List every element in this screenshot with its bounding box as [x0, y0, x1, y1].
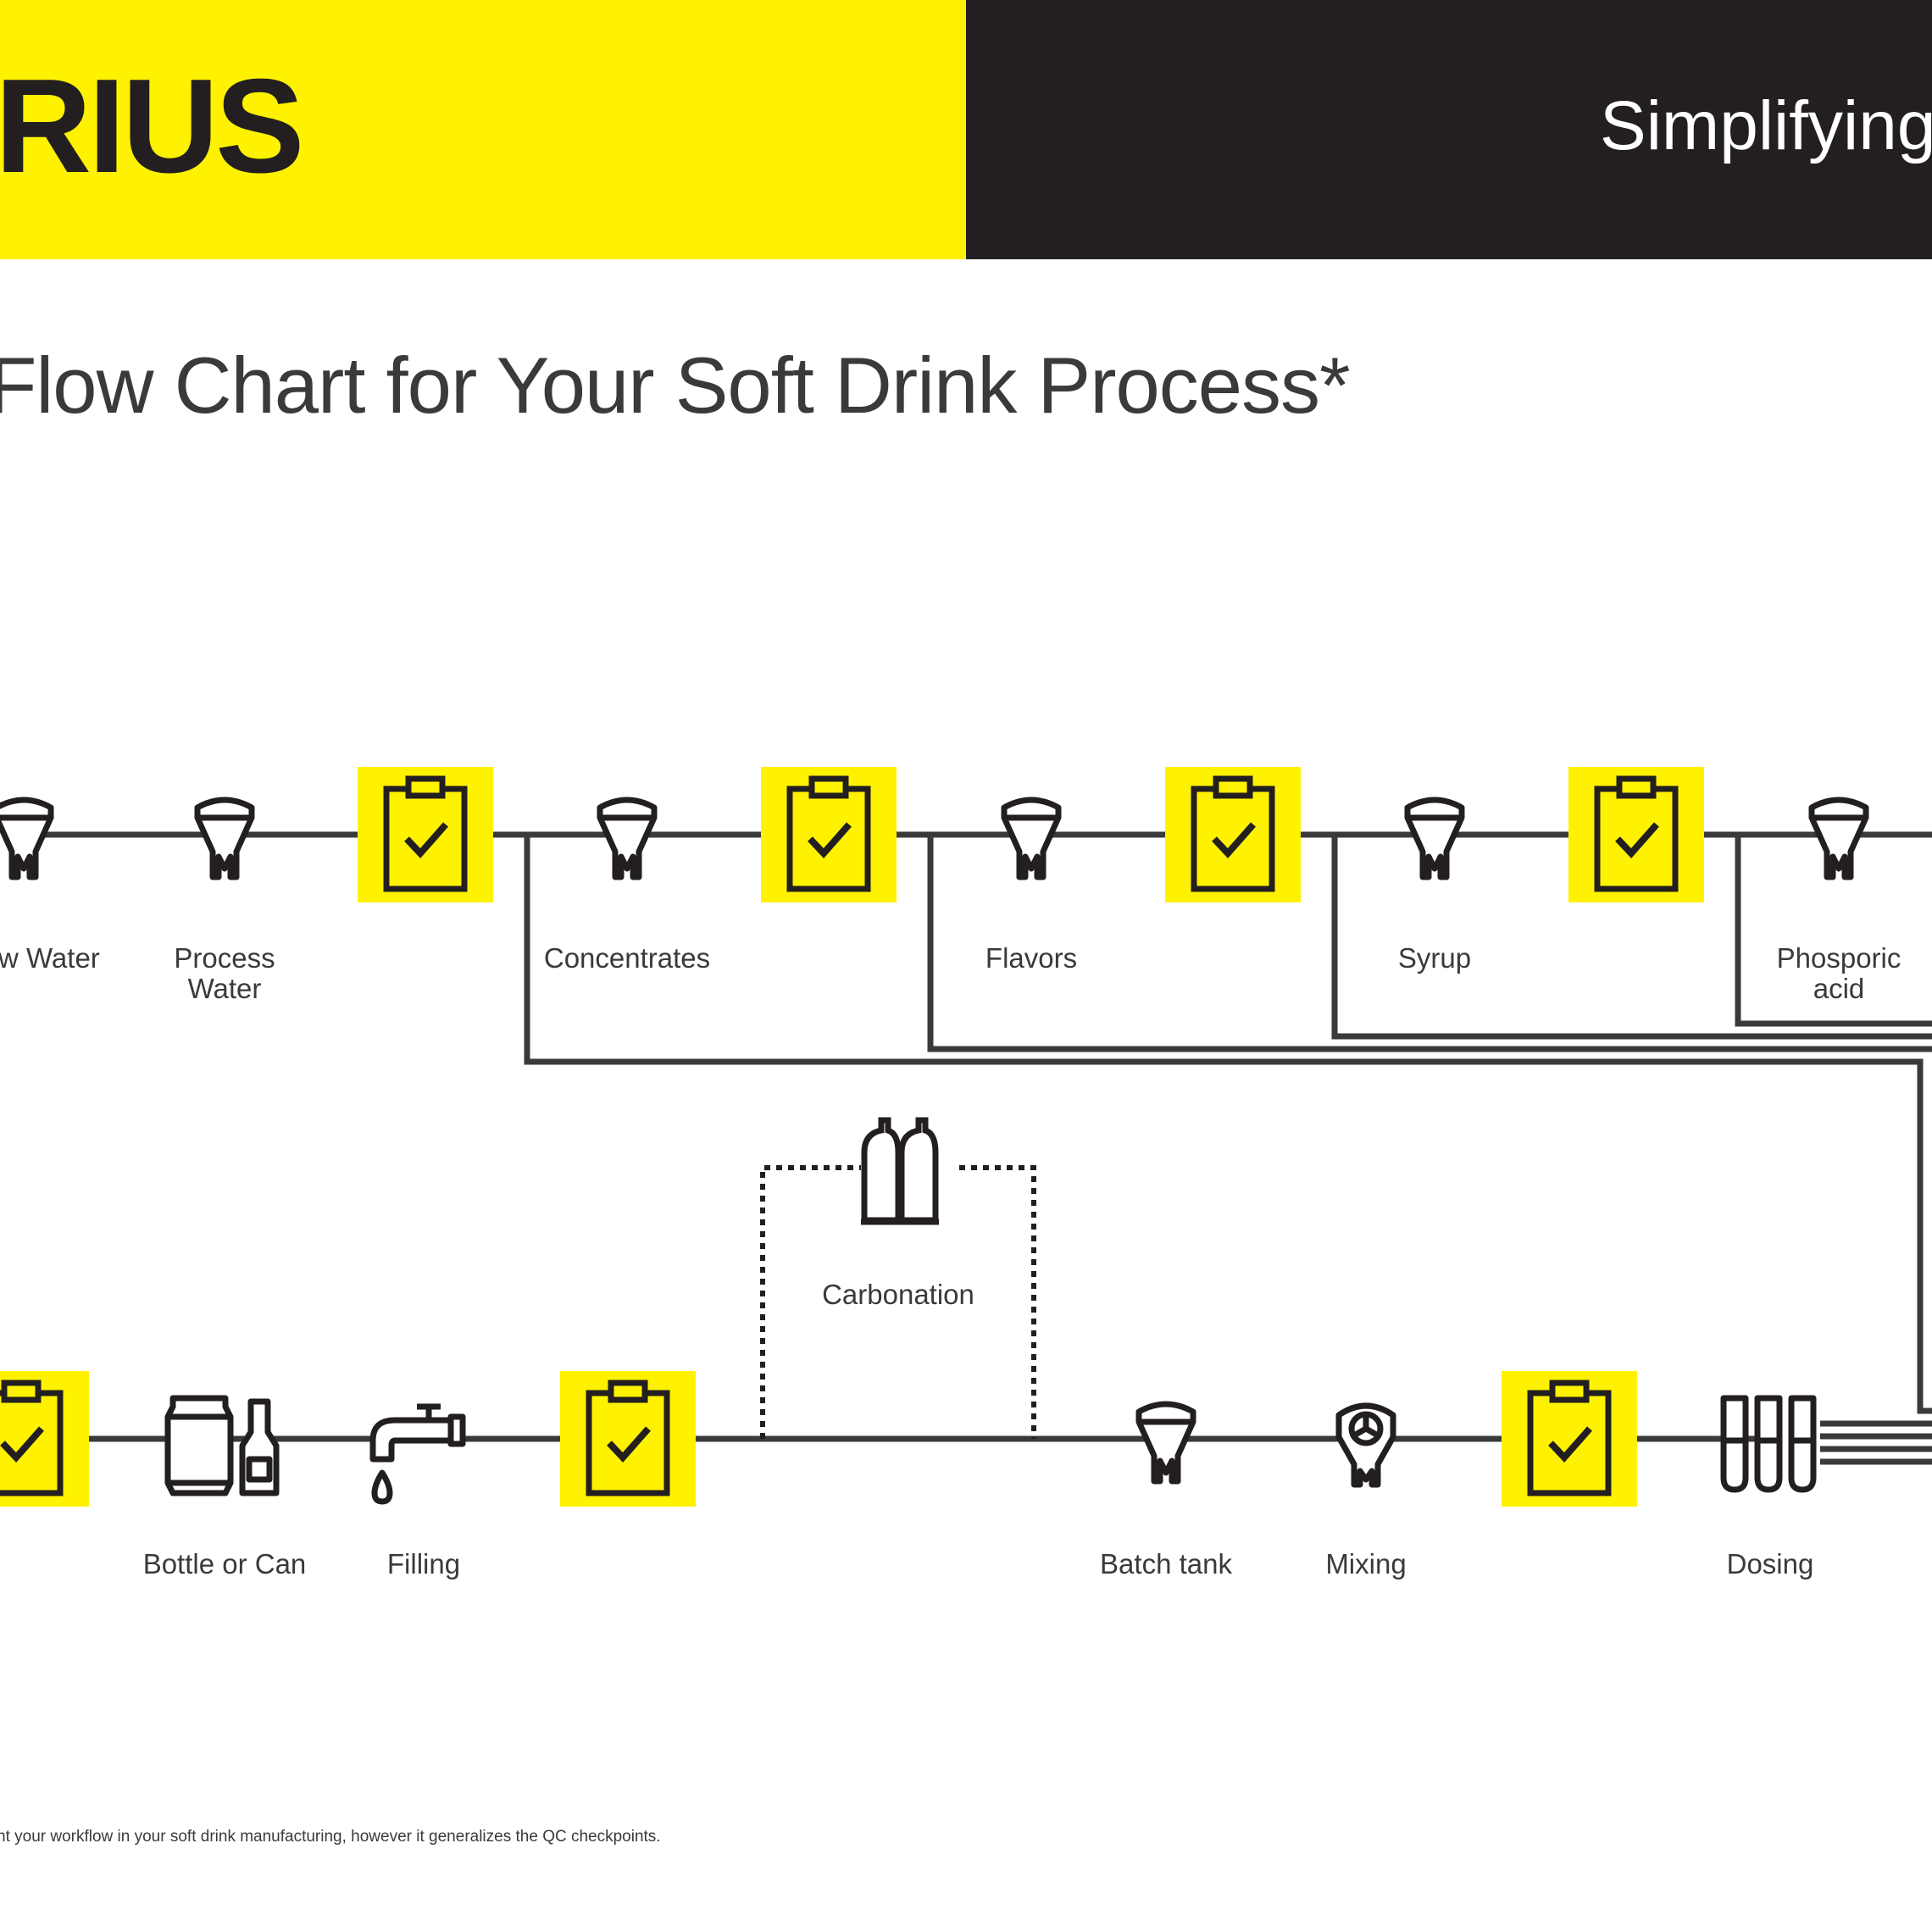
- label-process-water-line1: Process: [174, 942, 275, 974]
- carbonation-boundary: [760, 1165, 1036, 1439]
- label-mixing: Mixing: [1325, 1548, 1407, 1579]
- page-title: Flow Chart for Your Soft Drink Process*: [0, 341, 1351, 430]
- tank-icon: [1812, 800, 1866, 877]
- clipboard-check-icon: [560, 1371, 696, 1507]
- header-brand-bar: [0, 0, 966, 259]
- label-syrup: Syrup: [1397, 942, 1472, 974]
- header-tagline-bar: [966, 0, 1932, 259]
- label-batch-tank: Batch tank: [1100, 1548, 1232, 1579]
- clipboard-check-icon: [1502, 1371, 1637, 1507]
- faucet-icon: [369, 1403, 466, 1505]
- label-dosing: Dosing: [1726, 1548, 1814, 1579]
- clipboard-check-icon: [358, 767, 493, 902]
- label-concentrates: Concentrates: [543, 942, 711, 974]
- label-raw-water: w Water: [0, 942, 100, 974]
- label-phosporic-acid: Phosporic acid: [1754, 943, 1924, 1004]
- bottle-can-icon: [164, 1395, 280, 1496]
- test-tubes-icon: [1720, 1395, 1817, 1493]
- tank-icon: [197, 800, 252, 877]
- tank-icon: [1139, 1404, 1193, 1481]
- label-phosporic-line1: Phosporic: [1776, 942, 1901, 974]
- label-bottle-or-can: Bottle or Can: [142, 1548, 307, 1579]
- tank-icon: [1004, 800, 1058, 877]
- gas-cylinder-icon: [861, 1117, 939, 1225]
- header-tagline: Simplifying: [1600, 87, 1932, 164]
- label-filling: Filling: [386, 1548, 461, 1579]
- clipboard-check-icon: [1568, 767, 1704, 902]
- label-flavors: Flavors: [985, 942, 1078, 974]
- mixer-tank-icon: [1335, 1402, 1396, 1488]
- tank-icon: [0, 800, 51, 877]
- clipboard-check-icon: [0, 1371, 89, 1507]
- label-process-water: Process Water: [157, 943, 292, 1004]
- label-process-water-line2: Water: [187, 973, 262, 1004]
- tank-icon: [600, 800, 654, 877]
- clipboard-check-icon: [1165, 767, 1301, 902]
- clipboard-check-icon: [761, 767, 897, 902]
- flow-lines: [0, 831, 1932, 1465]
- label-phosporic-line2: acid: [1813, 973, 1865, 1004]
- footnote: nt your workflow in your soft drink manu…: [0, 1828, 661, 1846]
- tank-icon: [1407, 800, 1462, 877]
- label-carbonation: Carbonation: [822, 1279, 974, 1310]
- brand-logo: RIUS: [0, 52, 304, 201]
